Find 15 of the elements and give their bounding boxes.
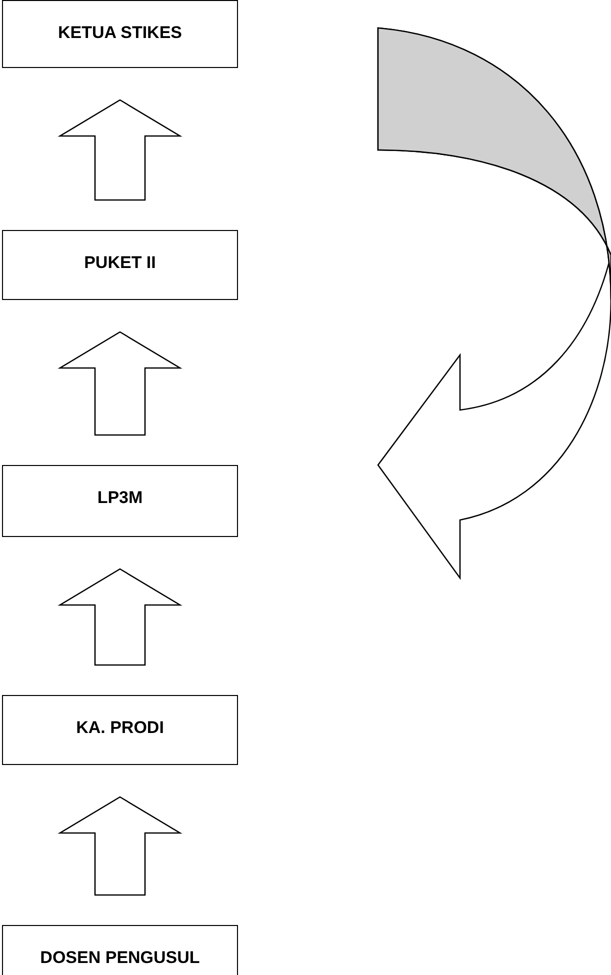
- process-box: [2, 465, 238, 537]
- process-box: [2, 695, 238, 765]
- box-label: KETUA STIKES: [58, 23, 182, 43]
- process-box: [2, 925, 238, 975]
- box-label: LP3M: [97, 488, 143, 508]
- box-label: DOSEN PENGUSUL: [40, 948, 200, 968]
- curved-block-arrow: [377, 27, 611, 579]
- box-label: PUKET II: [84, 253, 156, 273]
- block-arrow: [58, 796, 182, 896]
- process-box: [2, 0, 238, 68]
- block-arrow: [58, 331, 182, 436]
- box-label: KA. PRODI: [76, 718, 164, 738]
- block-arrow: [58, 99, 182, 201]
- block-arrow: [58, 568, 182, 666]
- process-box: [2, 230, 238, 300]
